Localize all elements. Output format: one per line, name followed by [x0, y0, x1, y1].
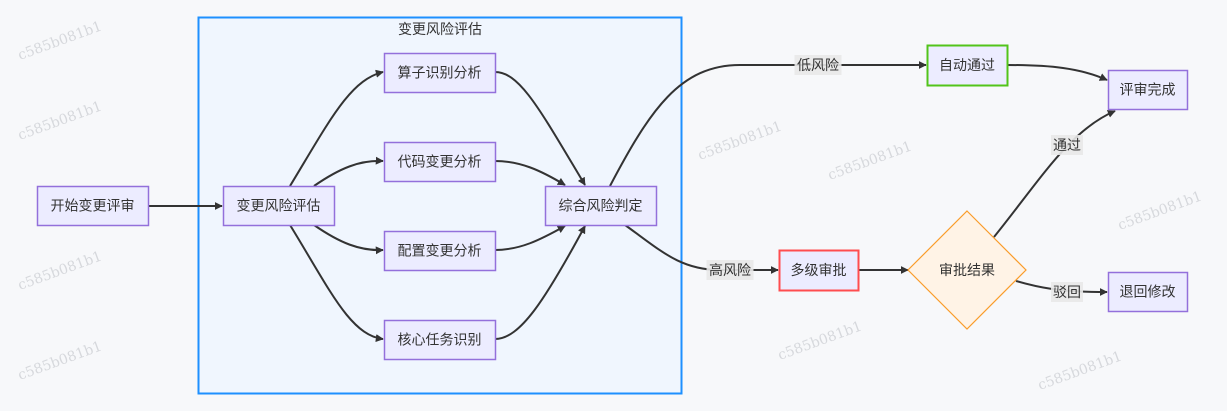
decision-diamond-shape	[907, 210, 1027, 330]
edge-result-to-done	[993, 110, 1116, 238]
watermark-text: c585b081b1	[16, 339, 104, 384]
subgraph-title: 变更风险评估	[398, 22, 482, 38]
edge-conf-to-judge	[494, 225, 566, 251]
node-box	[926, 44, 1009, 87]
edge-label-background	[794, 55, 842, 75]
node-done[interactable]: 评审完成	[1107, 69, 1189, 111]
edge-label-text: 通过	[1053, 138, 1081, 154]
edge-core-to-judge	[494, 225, 586, 340]
node-box	[383, 141, 497, 183]
edge-label: 高风险	[706, 260, 754, 280]
node-auto[interactable]: 自动通过	[926, 44, 1009, 87]
node-back[interactable]: 退回修改	[1107, 271, 1189, 313]
node-label: 配置变更分析	[398, 244, 482, 260]
node-op[interactable]: 算子识别分析	[383, 52, 497, 94]
edge-op-to-judge	[494, 71, 586, 186]
edge-label-background	[1051, 135, 1083, 155]
node-label: 退回修改	[1120, 285, 1176, 301]
node-box	[36, 185, 150, 227]
node-multi[interactable]: 多级审批	[778, 249, 860, 292]
edge-assess-to-op	[289, 69, 384, 187]
edge-assess-to-conf	[313, 224, 384, 255]
node-label: 审批结果	[939, 263, 995, 279]
node-label: 评审完成	[1120, 83, 1176, 99]
node-label: 自动通过	[939, 58, 995, 74]
node-judge[interactable]: 综合风险判定	[544, 185, 658, 227]
watermark-text: c585b081b1	[826, 139, 914, 184]
watermark-text: c585b081b1	[16, 249, 104, 294]
edge-label: 通过	[1051, 135, 1083, 155]
edges-layer	[148, 61, 1116, 343]
node-label: 算子识别分析	[398, 66, 482, 82]
node-box	[383, 230, 497, 272]
edge-label-background	[706, 260, 754, 280]
node-box	[383, 52, 497, 94]
edge-label-text: 驳回	[1053, 285, 1081, 301]
watermark-text: c585b081b1	[776, 319, 864, 364]
node-box	[778, 249, 860, 292]
node-label: 开始变更评审	[51, 199, 135, 215]
edge-assess-to-code	[313, 156, 384, 187]
node-label: 多级审批	[791, 262, 847, 279]
watermark-text: c585b081b1	[16, 99, 104, 144]
node-core[interactable]: 核心任务识别	[383, 319, 497, 361]
node-box	[222, 185, 336, 227]
node-conf[interactable]: 配置变更分析	[383, 230, 497, 272]
node-start[interactable]: 开始变更评审	[36, 185, 150, 227]
node-box	[383, 319, 497, 361]
edge-label-text: 低风险	[797, 58, 839, 74]
node-box	[1107, 69, 1189, 111]
watermark-text: c585b081b1	[696, 119, 784, 164]
edge-judge-to-auto	[609, 61, 927, 187]
node-code[interactable]: 代码变更分析	[383, 141, 497, 183]
edge-code-to-judge	[494, 160, 566, 186]
node-assess[interactable]: 变更风险评估	[222, 185, 336, 227]
edge-label: 低风险	[794, 55, 842, 75]
node-box	[1107, 271, 1189, 313]
edge-label: 驳回	[1051, 282, 1083, 302]
node-label: 核心任务识别	[398, 333, 482, 349]
edge-label-background	[1051, 282, 1083, 302]
watermark-text: c585b081b1	[1036, 349, 1124, 394]
watermark-text: c585b081b1	[16, 19, 104, 64]
node-box	[544, 185, 658, 227]
node-label: 综合风险判定	[559, 199, 643, 215]
node-label: 变更风险评估	[237, 199, 321, 215]
edge-assess-to-core	[289, 224, 384, 343]
edge-auto-to-done	[1006, 64, 1108, 81]
edge-label-text: 高风险	[709, 262, 751, 279]
node-label: 代码变更分析	[398, 155, 482, 171]
node-result[interactable]: 审批结果	[907, 210, 1027, 330]
watermark-text: c585b081b1	[1116, 189, 1204, 234]
